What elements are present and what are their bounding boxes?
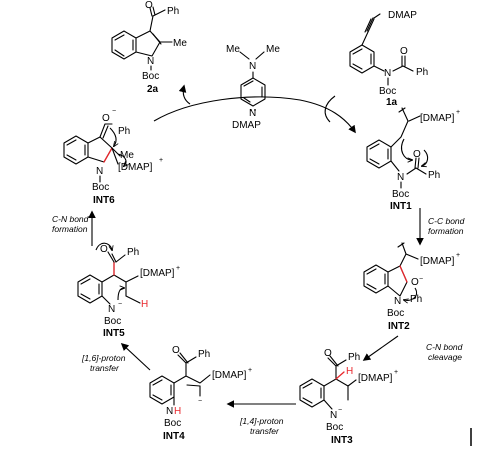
int3-h: H	[346, 366, 353, 377]
cycle-arrows	[88, 84, 424, 408]
step-cn-form-line1: C-N bond	[52, 214, 89, 224]
int3-plus: +	[394, 369, 398, 376]
step-cc-bond-line2: formation	[428, 226, 464, 236]
intermediate-int1: [DMAP] + N O Ph Boc INT1	[366, 107, 460, 212]
int3-boc: Boc	[326, 422, 343, 433]
intermediate-int5: O Ph [DMAP] + N − H Boc INT5	[77, 242, 180, 339]
product-2a-o: O	[145, 0, 153, 11]
int6-o: O	[102, 113, 110, 124]
product-2a-ph: Ph	[167, 6, 179, 17]
int5-h: H	[141, 299, 148, 310]
product-2a-boc: Boc	[142, 71, 159, 82]
int5-minus: −	[118, 301, 122, 308]
int3-n: N	[330, 410, 337, 421]
int4-h: H	[174, 406, 181, 417]
arrow-int2-to-int3	[362, 335, 399, 361]
substrate-1a-dmap: DMAP	[388, 10, 417, 21]
dmap-n-top: N	[249, 61, 256, 72]
step-cc-bond-line1: C-C bond	[428, 216, 465, 226]
arrow-release-2a	[178, 84, 191, 105]
intermediate-int6: O − Ph Me [DMAP] + N Boc INT6	[63, 108, 163, 206]
step-proton16-line2: transfer	[90, 363, 120, 373]
int1-plus: +	[456, 109, 460, 116]
int6-n: N	[96, 166, 103, 177]
step-labels: C-C bond formation C-N bond cleavage [1,…	[52, 214, 465, 436]
dmap-n-ring: N	[249, 108, 256, 119]
int4-n: N	[166, 406, 173, 417]
int6-label: INT6	[93, 195, 115, 206]
step-proton14-line1: [1,4]-proton	[239, 416, 284, 426]
dmap-me1: Me	[226, 44, 240, 55]
int6-dmap: [DMAP]	[118, 162, 153, 173]
dmap-catalyst: Me Me N N DMAP	[226, 44, 280, 131]
int5-dmap: [DMAP]	[140, 268, 175, 279]
int1-n: N	[397, 172, 404, 183]
product-2a-n: N	[147, 56, 154, 67]
step-proton14-line2: transfer	[250, 426, 280, 436]
substrate-1a-o: O	[400, 46, 408, 57]
int2-label: INT2	[388, 321, 410, 332]
int2-o: O	[411, 277, 419, 288]
int4-dmap: [DMAP]	[212, 370, 247, 381]
int2-minus: −	[419, 276, 423, 283]
int4-minus: −	[198, 398, 202, 405]
int3-label: INT3	[331, 435, 353, 446]
substrate-1a-boc: Boc	[379, 86, 396, 97]
int1-label: INT1	[390, 201, 412, 212]
int5-boc: Boc	[104, 316, 121, 327]
arrow-int6-to-top	[153, 96, 356, 134]
int5-label: INT5	[103, 328, 125, 339]
intermediate-int2: [DMAP] + O − N Ph Boc INT2	[363, 242, 460, 332]
int3-minus: −	[338, 407, 342, 414]
int2-plus: +	[456, 252, 460, 259]
substrate-1a-ph: Ph	[416, 67, 428, 78]
intermediate-int4: O Ph [DMAP] + − N H Boc INT4	[149, 345, 252, 442]
int6-me: Me	[120, 150, 134, 161]
step-proton16-line1: [1,6]-proton	[81, 353, 126, 363]
int4-ph: Ph	[198, 349, 210, 360]
int4-label: INT4	[163, 431, 185, 442]
arrow-int4-to-int5	[120, 342, 151, 371]
substrate-1a: DMAP N O Ph Boc 1a	[349, 10, 428, 108]
int2-dmap: [DMAP]	[420, 256, 455, 267]
product-2a-me: Me	[173, 38, 187, 49]
int4-o: O	[172, 345, 180, 356]
step-cn-cleave-line1: C-N bond	[426, 342, 463, 352]
int6-minus: −	[112, 108, 116, 115]
intermediate-int3: O Ph H [DMAP] + N − Boc INT3	[299, 348, 398, 446]
int1-boc: Boc	[392, 189, 409, 200]
int3-ph: Ph	[348, 352, 360, 363]
int2-boc: Boc	[387, 308, 404, 319]
dmap-me2: Me	[266, 44, 280, 55]
product-2a-label: 2a	[147, 84, 159, 95]
int6-ph: Ph	[118, 126, 130, 137]
int5-plus: +	[176, 265, 180, 272]
int1-o: O	[413, 149, 421, 160]
int6-plus: +	[159, 157, 163, 164]
int5-ph: Ph	[127, 247, 139, 258]
step-cn-form-line2: formation	[52, 224, 88, 234]
int1-dmap: [DMAP]	[420, 113, 455, 124]
substrate-1a-label: 1a	[386, 97, 398, 108]
int6-boc: Boc	[92, 182, 109, 193]
int5-o: O	[100, 244, 108, 255]
int4-plus: +	[248, 367, 252, 374]
int2-ph: Ph	[410, 294, 422, 305]
dmap-label: DMAP	[232, 120, 261, 131]
int3-dmap: [DMAP]	[358, 373, 393, 384]
substrate-1a-n: N	[384, 68, 391, 79]
int4-boc: Boc	[164, 418, 181, 429]
step-cn-cleave-line2: cleavage	[428, 352, 462, 362]
int3-o: O	[324, 348, 332, 359]
product-2a: O Ph Me N Boc 2a	[111, 0, 187, 95]
arrow-1a-in	[324, 95, 336, 123]
int2-n: N	[394, 296, 401, 307]
int1-ph: Ph	[428, 170, 440, 181]
int5-n: N	[108, 304, 115, 315]
